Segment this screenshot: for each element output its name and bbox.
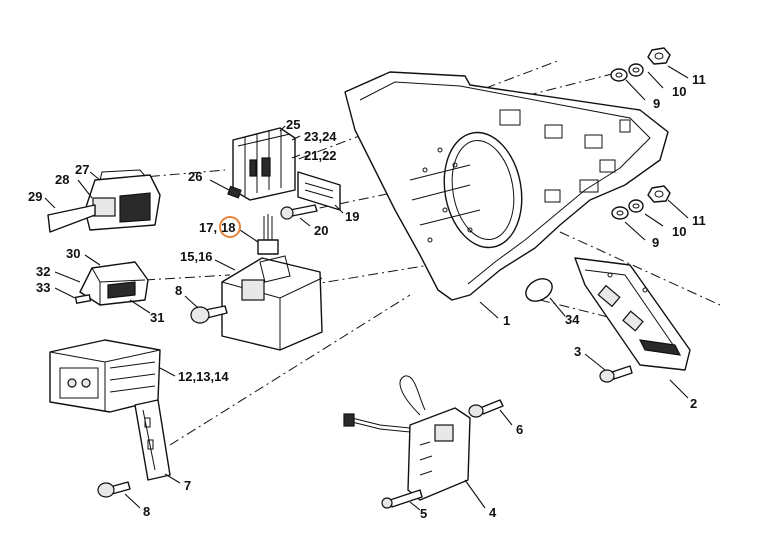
callout-11-top[interactable]: 11 [692, 72, 706, 87]
relay-socket [84, 169, 161, 231]
callout-29[interactable]: 29 [28, 189, 42, 204]
terminal-block [232, 127, 296, 201]
spacer-5 [381, 489, 423, 509]
callout-26[interactable]: 26 [188, 169, 202, 184]
callout-18[interactable]: 18 [221, 220, 235, 235]
callout-23-24[interactable]: 23,24 [304, 129, 337, 144]
clip-26 [227, 185, 242, 199]
callout-12-13-14[interactable]: 12,13,14 [178, 369, 229, 384]
circuit-board-main [574, 257, 691, 371]
callout-15-16[interactable]: 15,16 [180, 249, 213, 264]
callout-28[interactable]: 28 [55, 172, 69, 187]
washer-nut-set-right [611, 185, 671, 220]
callout-8-upper[interactable]: 8 [175, 283, 182, 298]
din-rail-short [297, 171, 341, 211]
screw-3 [599, 365, 633, 383]
connector-17-18 [257, 214, 279, 255]
callout-31[interactable]: 31 [150, 310, 164, 325]
callout-9-top[interactable]: 9 [653, 96, 660, 111]
main-housing [344, 71, 669, 301]
transformer [221, 255, 323, 351]
callout-3[interactable]: 3 [574, 344, 581, 359]
callout-34[interactable]: 34 [565, 312, 580, 327]
leader-lines [44, 65, 689, 511]
callout-9-right[interactable]: 9 [652, 235, 659, 250]
callout-25[interactable]: 25 [286, 117, 300, 132]
callout-32[interactable]: 32 [36, 264, 50, 279]
callout-33[interactable]: 33 [36, 280, 50, 295]
washer-nut-set-top [610, 47, 671, 82]
wire-harness [343, 375, 426, 433]
callout-6[interactable]: 6 [516, 422, 523, 437]
callout-4[interactable]: 4 [489, 505, 497, 520]
din-rail-long [134, 399, 171, 481]
callout-19[interactable]: 19 [345, 209, 359, 224]
screw-8-lower [97, 481, 131, 498]
callout-17[interactable]: 17, [199, 220, 217, 235]
screw-20 [280, 204, 318, 220]
callout-1[interactable]: 1 [503, 313, 510, 328]
cable-clamp [525, 278, 553, 302]
callout-11-right[interactable]: 11 [692, 213, 706, 228]
clip-29 [47, 204, 96, 233]
relay [74, 261, 149, 306]
callout-27[interactable]: 27 [75, 162, 89, 177]
highlight-ring [219, 216, 241, 238]
screw-6 [468, 399, 504, 418]
callout-7[interactable]: 7 [184, 478, 191, 493]
callout-8-lower[interactable]: 8 [143, 504, 150, 519]
callout-2[interactable]: 2 [690, 396, 697, 411]
callout-10-right[interactable]: 10 [672, 224, 686, 239]
screw-8-upper [190, 305, 228, 324]
callout-30[interactable]: 30 [66, 246, 80, 261]
callout-5[interactable]: 5 [420, 506, 427, 521]
callout-labels: 11 9 10 25 23,24 21,22 27 26 28 29 19 11… [28, 72, 706, 521]
circuit-board-small [407, 407, 471, 501]
callout-10-top[interactable]: 10 [672, 84, 686, 99]
callout-21-22[interactable]: 21,22 [304, 148, 337, 163]
contactor [49, 339, 161, 413]
callout-20[interactable]: 20 [314, 223, 328, 238]
